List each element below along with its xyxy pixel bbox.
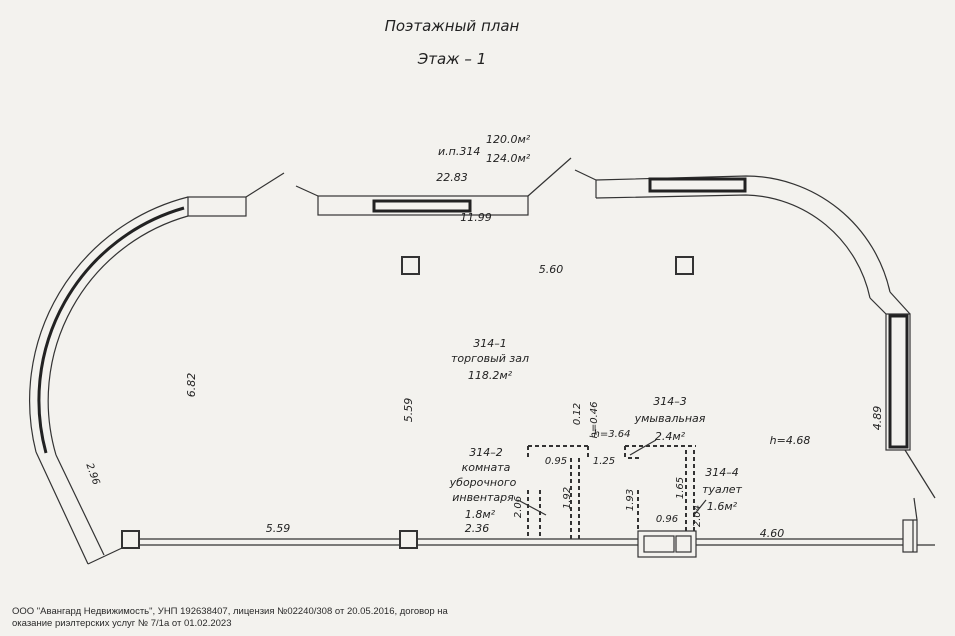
room-area: 1.6м²	[707, 500, 738, 513]
column-right	[675, 256, 694, 275]
unit-area-1: 120.0м²	[486, 133, 531, 146]
floor-subtitle: Этаж – 1	[417, 50, 487, 68]
room-name-line3: инвентаря	[452, 491, 514, 504]
dim-mid-height: 5.59	[402, 398, 415, 423]
dim-206: 2.06	[513, 496, 524, 518]
dim-left-height: 6.82	[185, 373, 198, 398]
right-curved-wall	[574, 169, 936, 499]
footer-line-2: оказание риэлтерских услуг № 7/1а от 01.…	[12, 618, 232, 629]
top-left-wall	[187, 172, 285, 217]
dim-top-window: 11.99	[460, 211, 492, 224]
column-left	[401, 256, 420, 275]
room-id: 314–4	[705, 466, 739, 479]
room-314-4: 314–4 туалет 1.6м²	[693, 466, 743, 516]
bottom-wall	[121, 497, 935, 558]
room-id: 314–2	[469, 446, 503, 459]
dim-046: h=0.46	[589, 402, 600, 439]
room-314-3: 314–3 умывальная 2.4м²	[629, 395, 706, 456]
room-name: умывальная	[634, 412, 706, 425]
dim-095: 0.95	[545, 456, 567, 467]
room-name: торговый зал	[451, 352, 529, 365]
room-name-line1: комната	[462, 461, 511, 474]
column-bottom	[399, 530, 418, 549]
room-area: 118.2м²	[468, 369, 513, 382]
dim-bottom-right: 4.60	[760, 527, 785, 540]
dim-left-small: 2.96	[83, 462, 101, 487]
room-id: 314–1	[473, 337, 507, 350]
ceiling-height: h=4.68	[770, 434, 811, 447]
plan-title: Поэтажный план	[385, 17, 520, 35]
inner-height: h=3.64	[594, 429, 631, 440]
room-name-line2: уборочного	[449, 476, 517, 489]
unit-area-2: 124.0м²	[486, 152, 531, 165]
dim-204: 2.04	[692, 505, 703, 527]
dim-192: 1.92	[562, 487, 573, 509]
dim-096: 0.96	[656, 514, 678, 525]
dim-bottom-left: 5.59	[266, 522, 291, 535]
dim-top-length: 22.83	[436, 171, 468, 184]
interior-partitions	[527, 445, 696, 539]
unit-label: и.п.314	[438, 145, 480, 158]
room-314-1: 314–1 торговый зал 118.2м²	[451, 337, 529, 382]
dim-193: 1.93	[625, 489, 636, 511]
room-314-2: 314–2 комната уборочного инвентаря 1.8м²	[449, 446, 547, 521]
dim-right-vertical: 4.89	[871, 406, 884, 431]
top-right-window	[648, 177, 747, 193]
left-curved-wall	[29, 196, 189, 565]
room-area: 2.4м²	[655, 430, 686, 443]
room-area: 1.8м²	[465, 508, 496, 521]
dim-center-width: 5.60	[539, 263, 564, 276]
dim-125: 1.25	[593, 456, 615, 467]
room-name: туалет	[702, 483, 742, 496]
top-middle-wall	[295, 157, 572, 216]
dim-165: 1.65	[675, 477, 686, 499]
room-id: 314–3	[653, 395, 687, 408]
dim-bottom-mid: 2.36	[465, 522, 490, 535]
top-window	[372, 199, 472, 213]
footer-line-1: ООО "Авангард Недвижимость", УНП 1926384…	[12, 606, 449, 617]
dim-012: 0.12	[572, 403, 583, 425]
right-window	[888, 314, 909, 449]
